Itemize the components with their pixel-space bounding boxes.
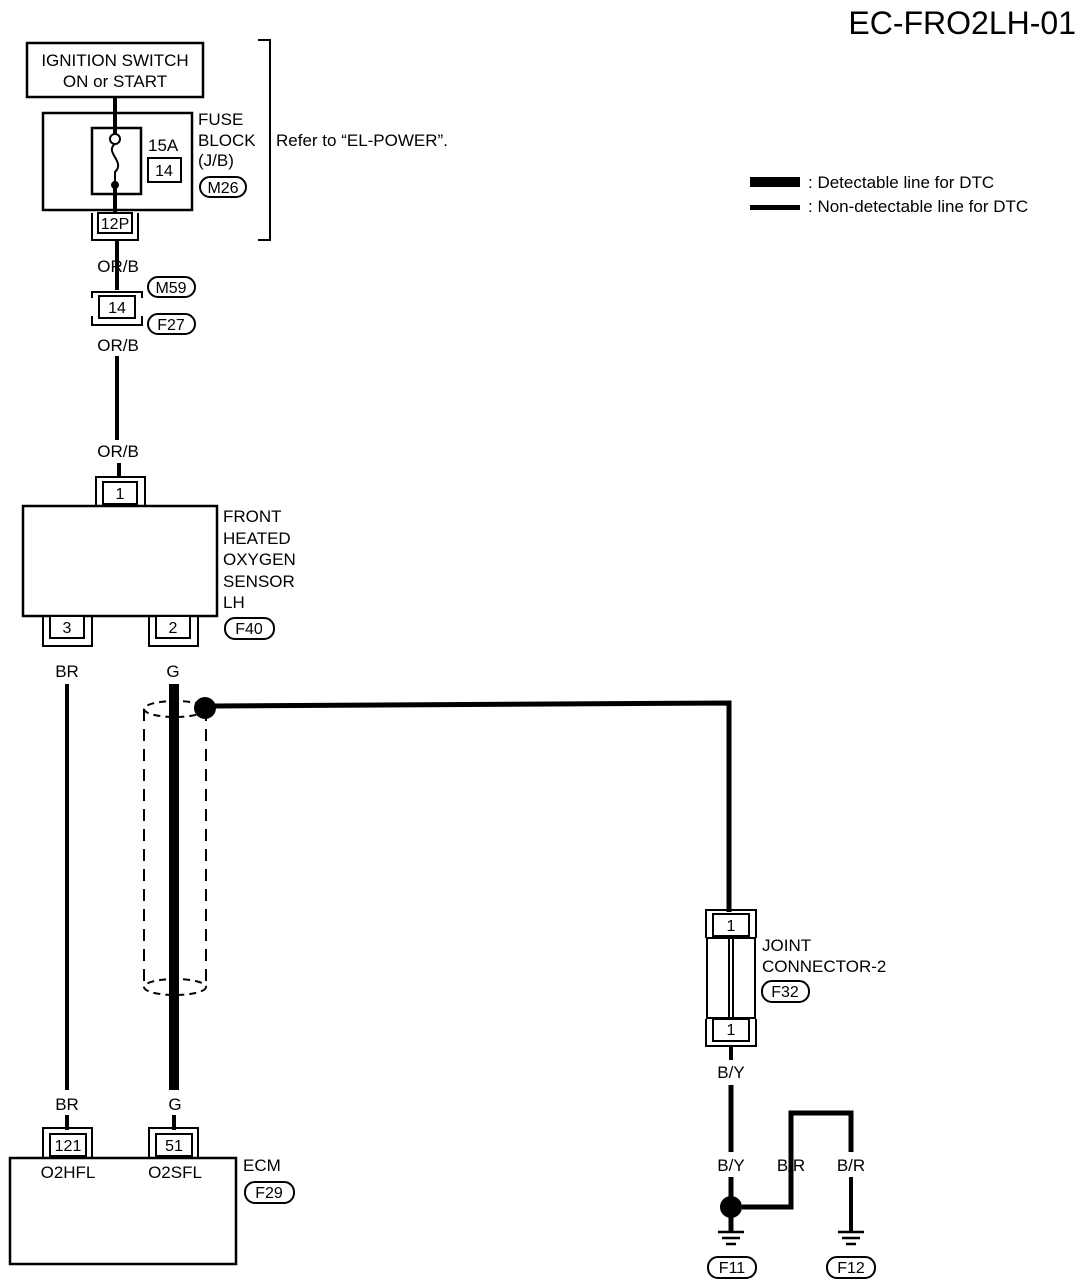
wire-label-br-bottom: BR <box>55 1095 79 1114</box>
wire-label-br-1: B/R <box>777 1156 805 1175</box>
sensor-pin-1: 1 <box>116 486 125 503</box>
sensor-pin-3: 3 <box>63 620 72 637</box>
sensor-label-line5: LH <box>223 593 245 612</box>
power-bracket <box>258 39 271 241</box>
wire-br-ground <box>742 1110 854 1210</box>
wire-label-orb-2: OR/B <box>97 336 139 355</box>
ecm-terminal-o2sfl: O2SFL <box>148 1163 202 1182</box>
wire-label-orb-1: OR/B <box>97 257 139 276</box>
joint-label-line1: JOINT <box>762 936 811 955</box>
fuse-block-line2: BLOCK <box>198 131 256 150</box>
sensor-label-line2: HEATED <box>223 529 291 548</box>
joint-connector-code: F32 <box>771 984 799 1001</box>
inline-connector-lower-code: F27 <box>157 317 185 334</box>
inline-connector: 14 M59 F27 <box>91 276 196 335</box>
fuse-block-line1: FUSE <box>198 110 243 129</box>
sensor-label-line3: OXYGEN <box>223 550 296 569</box>
ground-icon-right <box>838 1230 864 1246</box>
wire-label-br-2: B/R <box>837 1156 865 1175</box>
wire-label-g-top: G <box>166 662 179 681</box>
ecm-pin-121: 121 <box>55 1138 82 1155</box>
wire-label-g-bottom: G <box>168 1095 181 1114</box>
wire-label-by-1: B/Y <box>717 1063 744 1082</box>
fuse-block-line3: (J/B) <box>198 151 234 170</box>
inline-connector-upper-code: M59 <box>155 280 186 297</box>
ecm-label: ECM <box>243 1156 281 1175</box>
fuse-terminal-label: 12P <box>101 216 129 233</box>
wire-shield-drain <box>214 700 732 912</box>
joint-connector: 1 1 JOINT CONNECTOR-2 F32 <box>705 909 886 1047</box>
legend: : Detectable line for DTC : Non-detectab… <box>750 173 1028 216</box>
ground-connector-right: F12 <box>837 1260 865 1277</box>
diagram-id: EC-FRO2LH-01 <box>848 5 1076 41</box>
sensor-label-line1: FRONT <box>223 507 282 526</box>
sensor-connector-code: F40 <box>235 621 263 638</box>
ground-connector-left: F11 <box>719 1260 745 1277</box>
ecm: 121 51 O2HFL O2SFL ECM F29 <box>8 1127 295 1266</box>
legend-non-detectable-swatch <box>750 205 800 210</box>
wire-label-br-top: BR <box>55 662 79 681</box>
sensor-label-line4: SENSOR <box>223 572 295 591</box>
joint-pin-bottom: 1 <box>727 1022 736 1039</box>
power-reference-note: Refer to “EL-POWER”. <box>276 131 448 150</box>
shield-splice-dot <box>194 697 216 719</box>
front-heated-oxygen-sensor: 1 FRONT HEATED OXYGEN SENSOR LH F40 3 2 <box>21 476 296 647</box>
ecm-pin-51: 51 <box>165 1138 183 1155</box>
fuse-number: 14 <box>155 163 173 180</box>
fuse-rating: 15A <box>148 136 179 155</box>
wire-label-by-2: B/Y <box>717 1156 744 1175</box>
sensor-pin-2: 2 <box>169 620 178 637</box>
ignition-switch-line1: IGNITION SWITCH <box>41 51 188 70</box>
joint-label-line2: CONNECTOR-2 <box>762 957 886 976</box>
wire-label-orb-3: OR/B <box>97 442 139 461</box>
legend-detectable-label: : Detectable line for DTC <box>808 173 994 192</box>
legend-detectable-swatch <box>750 177 800 187</box>
ignition-switch-line2: ON or START <box>63 72 167 91</box>
ecm-connector-code: F29 <box>255 1185 283 1202</box>
ground-splice-dot <box>720 1196 742 1218</box>
inline-connector-pin: 14 <box>108 300 126 317</box>
ground-icon-left <box>718 1230 744 1246</box>
ignition-switch: IGNITION SWITCH ON or START <box>25 41 205 99</box>
fuse-icon <box>110 143 120 184</box>
fuse-block: 15A 14 FUSE BLOCK (J/B) M26 12P <box>41 97 256 241</box>
shield <box>143 697 216 996</box>
joint-pin-top: 1 <box>727 918 736 935</box>
fuse-block-connector-code: M26 <box>207 180 238 197</box>
legend-non-detectable-label: : Non-detectable line for DTC <box>808 197 1028 216</box>
ecm-terminal-o2hfl: O2HFL <box>41 1163 96 1182</box>
